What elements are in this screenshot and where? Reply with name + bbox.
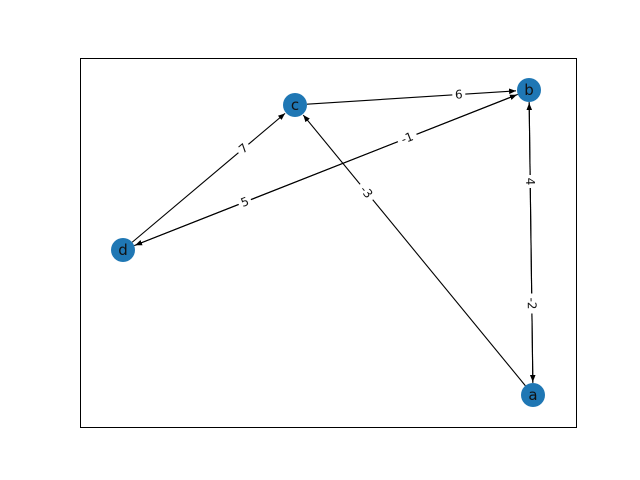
edge-b-a: [528, 101, 536, 383]
edge-label-a-b: 4: [522, 174, 539, 189]
edge-label-background: [451, 86, 466, 103]
edge-label-background: [523, 293, 540, 314]
edge-label-b-d: 5: [235, 192, 254, 212]
node-label: c: [291, 96, 299, 114]
node-circle: [517, 78, 541, 102]
node-d: d: [111, 238, 135, 262]
edge-weight-label: -2: [525, 297, 539, 309]
edge-weight-label: 4: [523, 178, 537, 186]
plot-frame: [80, 58, 577, 428]
nodes-layer: a b c d: [111, 78, 545, 407]
node-label: d: [118, 241, 128, 259]
node-label: a: [528, 386, 537, 404]
node-circle: [111, 238, 135, 262]
edge-a-c: [302, 114, 526, 387]
node-c: c: [283, 93, 307, 117]
edge-label-background: [235, 192, 254, 212]
edge-c-b: [306, 88, 517, 105]
edge-b-d: [134, 93, 519, 246]
node-label: b: [524, 81, 534, 99]
node-a: a: [521, 383, 545, 407]
edge-labels-layer: 6 -1 5 7 -3 4 -2: [233, 86, 540, 314]
edge-label-c-b: 6: [451, 86, 466, 103]
edge-label-d-b: -1: [394, 126, 420, 150]
edge-label-b-a: -2: [523, 293, 540, 314]
node-b: b: [517, 78, 541, 102]
edge-weight-label: -1: [399, 129, 415, 146]
node-circle: [283, 93, 307, 117]
edge-label-background: [394, 126, 420, 150]
edge-label-d-c: 7: [233, 138, 254, 159]
edge-label-a-c: -3: [353, 179, 379, 205]
edge-label-background: [233, 138, 254, 159]
edge-d-c: [131, 112, 286, 243]
edge-label-background: [353, 179, 379, 205]
edge-weight-label: 6: [455, 87, 464, 101]
node-circle: [521, 383, 545, 407]
edges-layer: [131, 88, 536, 387]
edge-label-background: [522, 174, 539, 189]
